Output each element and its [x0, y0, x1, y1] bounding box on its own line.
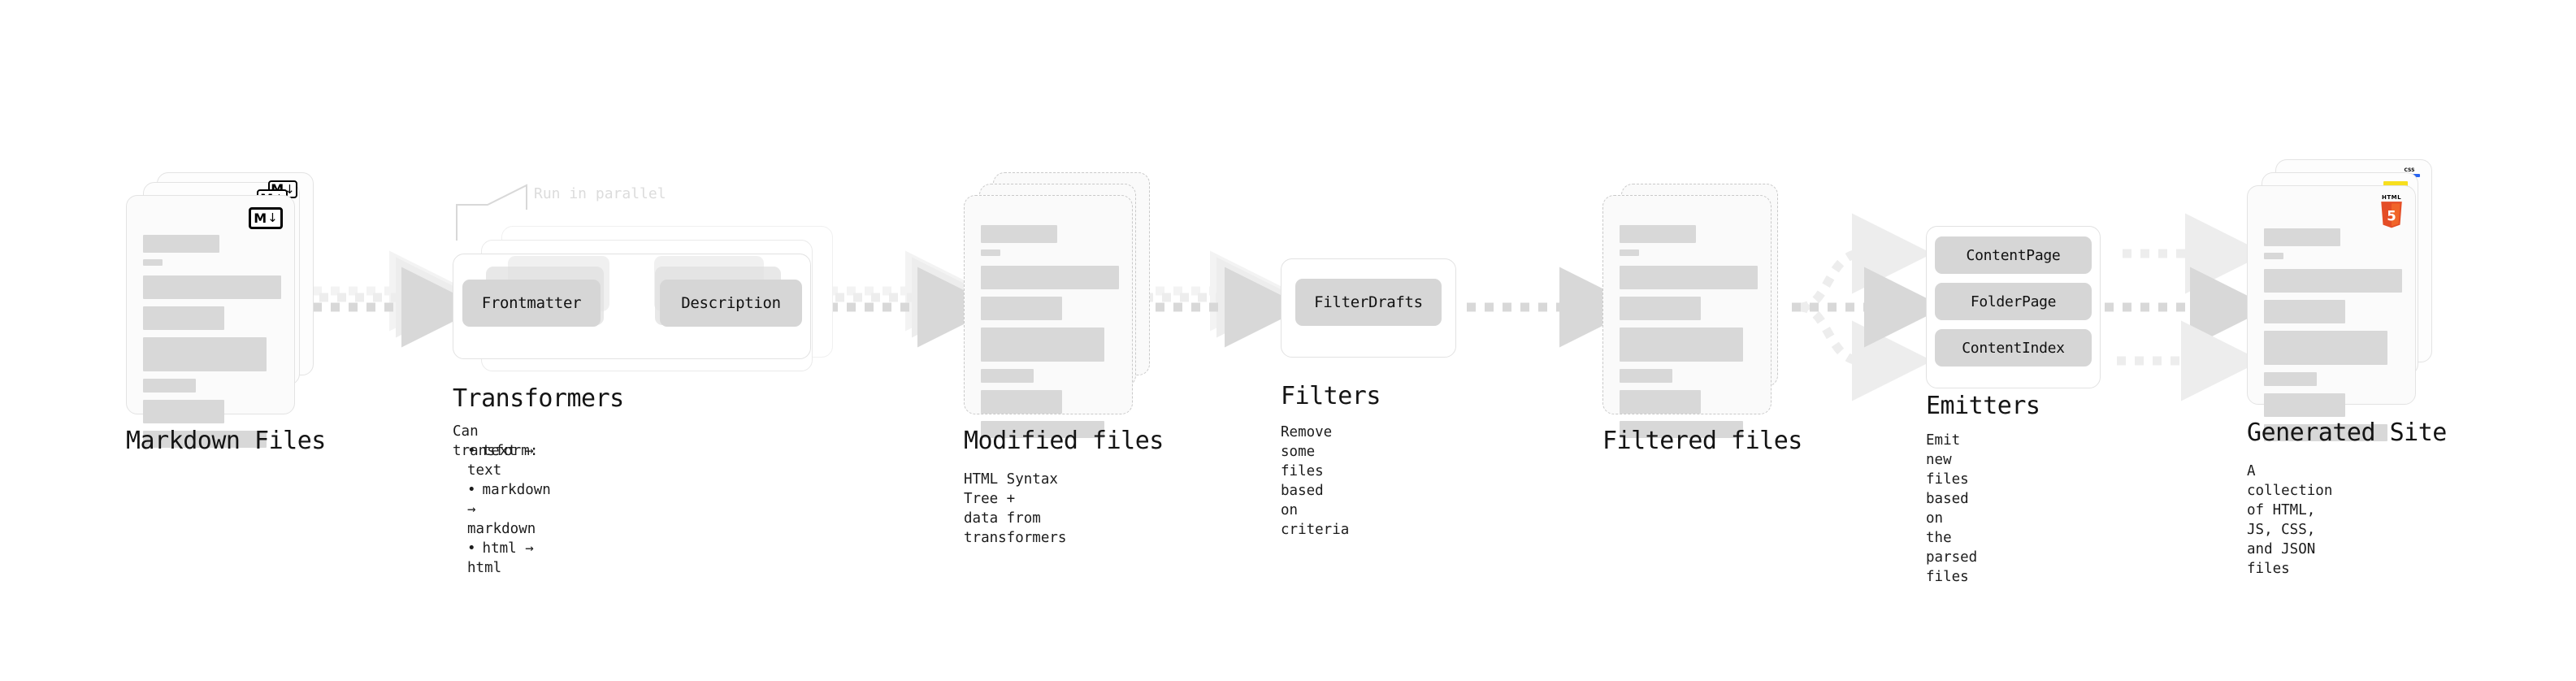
svg-text:5: 5 — [2387, 208, 2396, 223]
markdown-files-title: Markdown Files — [126, 427, 326, 455]
content-bar — [981, 369, 1034, 383]
content-bar — [143, 275, 281, 299]
content-bar — [981, 297, 1062, 320]
content-bar — [143, 400, 224, 423]
connector-markdown-to-transformers — [313, 250, 482, 348]
markdown-icon-arrow: ↓ — [267, 210, 278, 225]
content-bar — [1620, 249, 1639, 256]
site-doc-content — [2264, 228, 2402, 441]
markdown-doc-card: M ↓ — [126, 195, 295, 448]
content-bar — [143, 431, 267, 448]
site-doc-card: HTML 5 — [2247, 185, 2416, 441]
content-bar — [2264, 393, 2345, 417]
content-bar — [1620, 297, 1701, 320]
transformers-title: Transformers — [453, 384, 624, 413]
generated-site-desc: A collection of HTML, JS, CSS, and JSON … — [2247, 463, 2333, 577]
content-bar — [2264, 424, 2387, 441]
content-bar — [981, 266, 1119, 289]
content-bar — [143, 235, 219, 253]
transform-item: text → text — [467, 441, 551, 480]
content-bar — [143, 306, 224, 330]
content-bar — [2264, 372, 2317, 386]
transformers-desc-list: text → text markdown → markdown html → h… — [453, 441, 551, 578]
content-bar — [1620, 225, 1696, 243]
transform-item: markdown → markdown — [467, 480, 551, 539]
connector-filtered-to-emitters — [1792, 213, 1945, 401]
generated-site-title: Generated Site — [2247, 419, 2447, 447]
filter-drafts-pill[interactable]: FilterDrafts — [1295, 279, 1442, 326]
connector-modified-to-filters — [1138, 250, 1305, 348]
content-bar — [1620, 327, 1743, 362]
html5-icon-caption: HTML — [2381, 194, 2402, 201]
content-bar — [1620, 390, 1701, 414]
content-bar — [143, 259, 163, 266]
content-bar — [143, 337, 267, 371]
content-bar — [1620, 369, 1672, 383]
content-bar — [1620, 266, 1758, 289]
content-bar — [2264, 228, 2340, 246]
content-index-pill[interactable]: ContentIndex — [1935, 329, 2092, 367]
content-bar — [2264, 300, 2345, 323]
content-bar — [981, 249, 1000, 256]
content-bar — [2264, 253, 2283, 259]
description-pill[interactable]: Description — [660, 280, 802, 327]
content-bar — [981, 225, 1057, 243]
filtered-files-title: Filtered files — [1602, 427, 1802, 455]
content-bar — [1620, 421, 1743, 438]
filtered-doc-content — [1620, 225, 1758, 438]
css-icon-caption: CSS — [2404, 167, 2415, 173]
frontmatter-pill[interactable]: Frontmatter — [462, 280, 601, 327]
filtered-doc-card — [1602, 195, 1772, 438]
markdown-doc-content — [143, 235, 281, 448]
connector-emitters-to-site — [2105, 213, 2270, 401]
html5-icon: HTML 5 — [2378, 194, 2405, 232]
transform-item: html → html — [467, 539, 551, 578]
modified-doc-content — [981, 225, 1119, 438]
modified-doc-card — [964, 195, 1133, 438]
emitters-desc: Emit new files based on the parsed files — [1926, 432, 1978, 585]
modified-files-desc: HTML Syntax Tree + data from transformer… — [964, 471, 1067, 546]
markdown-icon-letter: M — [254, 210, 267, 226]
html5-shield-glyph: 5 — [2381, 202, 2402, 228]
content-bar — [981, 390, 1062, 414]
folder-page-pill[interactable]: FolderPage — [1935, 283, 2092, 320]
modified-files-title: Modified files — [964, 427, 1164, 455]
connector-transformers-to-modified — [829, 250, 998, 348]
content-bar — [2264, 269, 2402, 293]
content-bar — [2264, 331, 2387, 365]
markdown-icon: M ↓ — [249, 207, 283, 229]
content-bar — [143, 379, 196, 393]
run-in-parallel-label: Run in parallel — [534, 185, 666, 202]
content-bar — [981, 327, 1104, 362]
filters-desc: Remove some files based on criteria — [1281, 424, 1350, 538]
content-bar — [981, 421, 1104, 438]
filters-title: Filters — [1281, 382, 1381, 410]
content-page-pill[interactable]: ContentPage — [1935, 236, 2092, 274]
emitters-title: Emitters — [1926, 392, 2040, 420]
